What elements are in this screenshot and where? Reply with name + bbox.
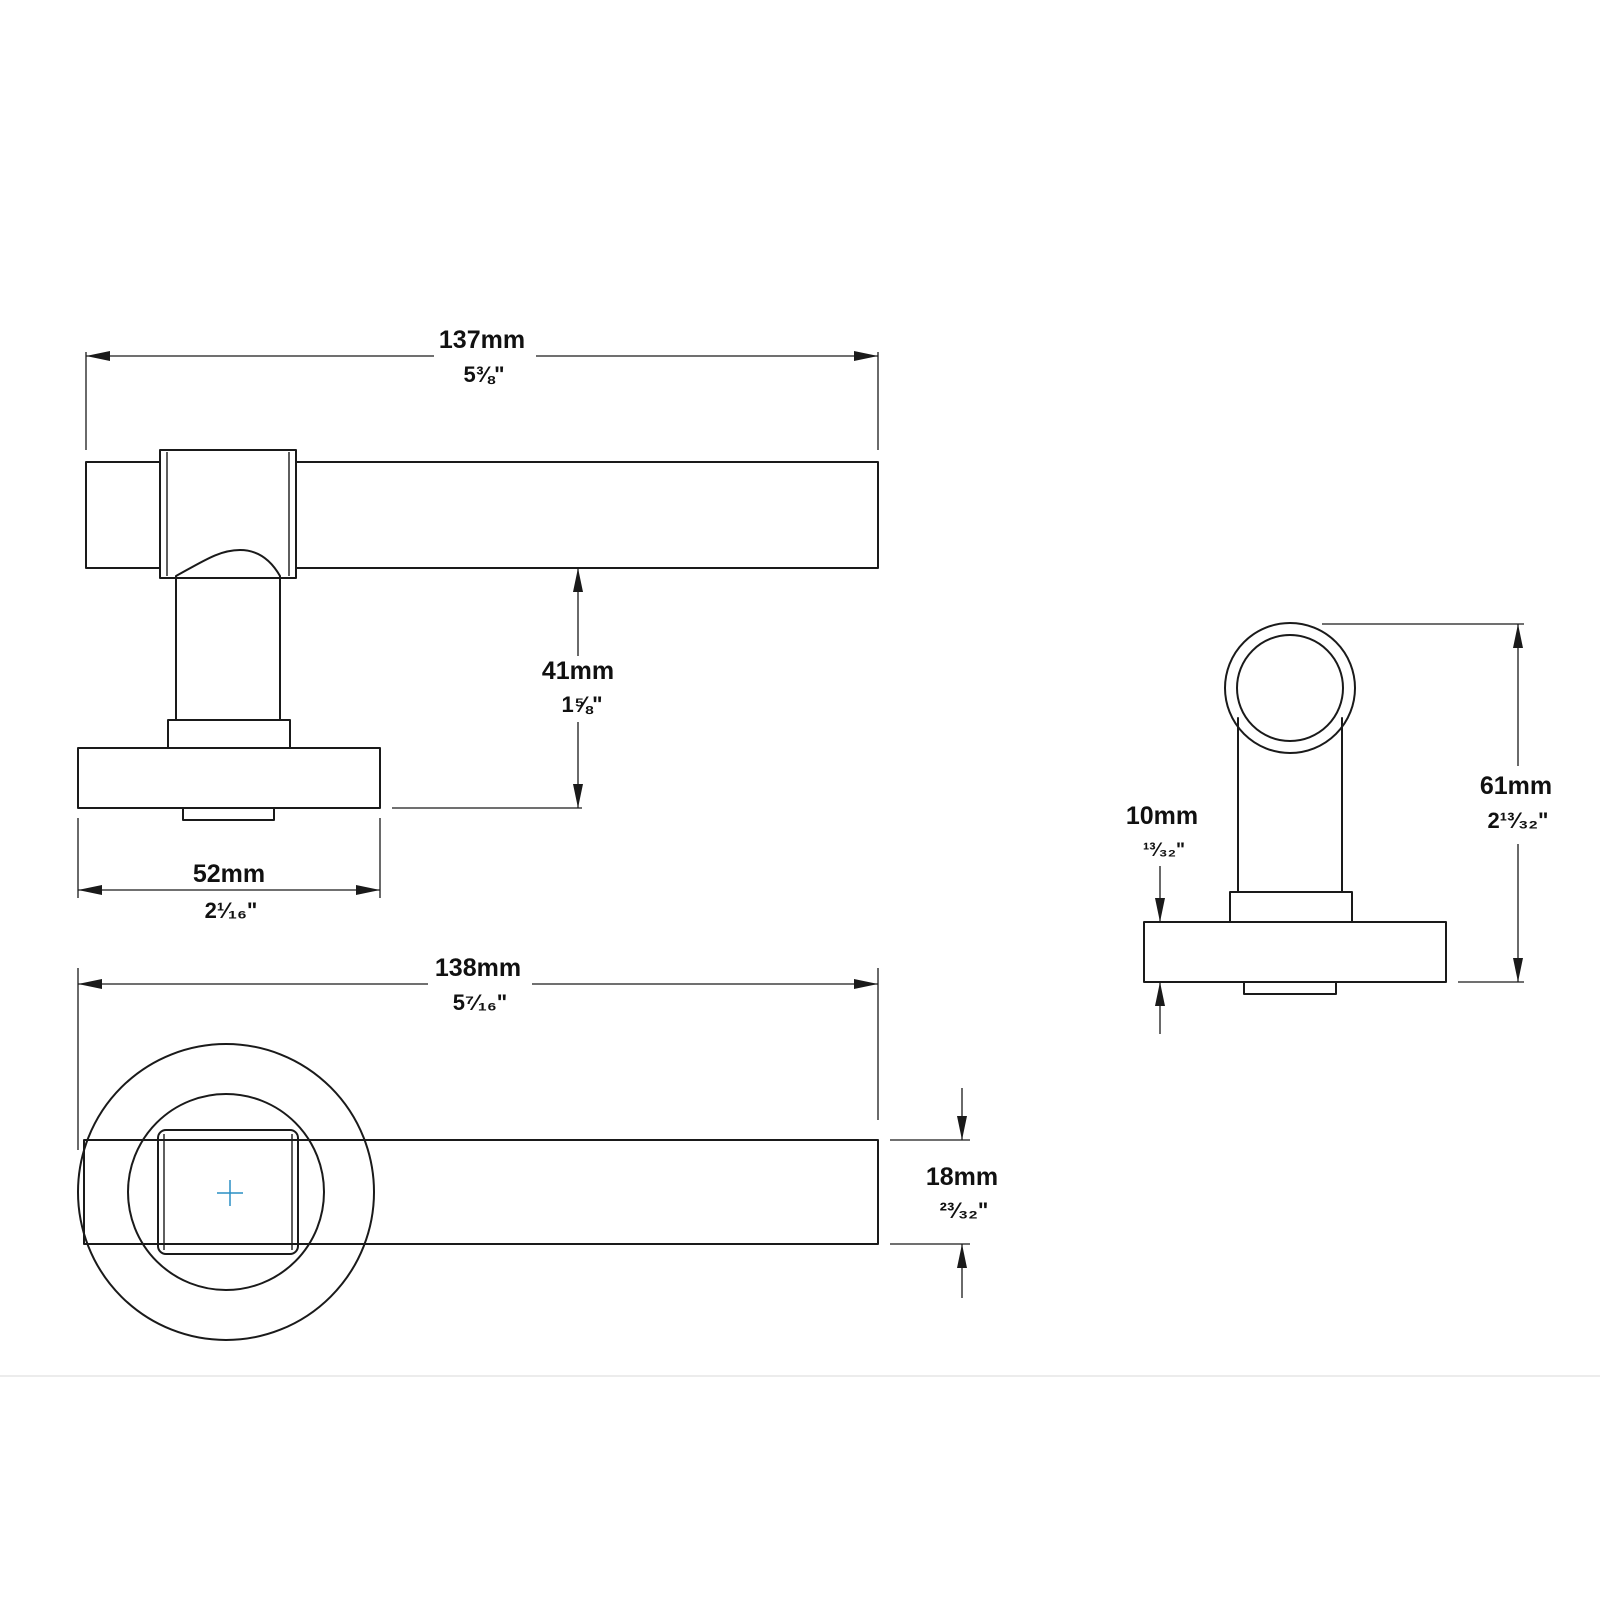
top-rose-inner xyxy=(127,1093,325,1291)
side-view xyxy=(77,449,879,821)
dim-side-length: 137mm 5⅜" xyxy=(85,326,879,450)
dim-side-length-mm: 137mm xyxy=(439,326,525,354)
side-collar xyxy=(159,449,297,579)
dim-rose-width-inch: 2¹⁄₁₆" xyxy=(205,898,258,923)
dim-end-height: 61mm 2¹³⁄₃₂" xyxy=(1322,623,1552,983)
side-spindle xyxy=(182,807,275,821)
end-lever-outer xyxy=(1224,622,1356,754)
dim-side-height: 41mm 1⅝" xyxy=(392,568,614,809)
side-stem-ring xyxy=(167,719,291,749)
dim-rose-depth-mm: 10mm xyxy=(1126,802,1198,830)
dim-side-length-inch: 5⅜" xyxy=(463,362,504,387)
dim-side-height-mm: 41mm xyxy=(542,657,614,685)
side-stem xyxy=(175,549,281,721)
top-rose-outer xyxy=(77,1043,375,1341)
dim-end-height-inch: 2¹³⁄₃₂" xyxy=(1488,808,1549,833)
top-view xyxy=(77,1043,879,1341)
end-rose-plate xyxy=(1143,921,1447,983)
dim-top-length-mm: 138mm xyxy=(435,954,521,982)
center-mark-icon xyxy=(217,1180,243,1206)
side-lever-bar xyxy=(295,461,879,569)
dim-rose-width-mm: 52mm xyxy=(193,860,265,888)
side-rose-plate xyxy=(77,747,381,809)
dim-lever-width-inch: ²³⁄₃₂" xyxy=(940,1198,989,1223)
end-lever-inner xyxy=(1236,634,1344,742)
top-lever-bar xyxy=(83,1139,879,1245)
dim-side-height-inch: 1⅝" xyxy=(561,692,602,717)
dim-rose-depth-inch: ¹³⁄₃₂" xyxy=(1143,840,1185,861)
dim-lever-width-mm: 18mm xyxy=(926,1163,998,1191)
dim-rose-depth: 10mm ¹³⁄₃₂" xyxy=(1126,802,1198,1034)
end-stem-ring xyxy=(1229,891,1353,923)
end-spindle xyxy=(1243,981,1337,995)
top-collar xyxy=(157,1129,299,1255)
dim-top-length-inch: 5⁷⁄₁₆" xyxy=(453,990,508,1015)
dim-rose-width: 52mm 2¹⁄₁₆" xyxy=(77,818,381,923)
end-view xyxy=(1143,622,1447,995)
side-lever-stub xyxy=(85,461,161,569)
dim-lever-width: 18mm ²³⁄₃₂" xyxy=(890,1088,998,1298)
dim-top-length: 138mm 5⁷⁄₁₆" xyxy=(77,954,879,1150)
dim-end-height-mm: 61mm xyxy=(1480,772,1552,800)
